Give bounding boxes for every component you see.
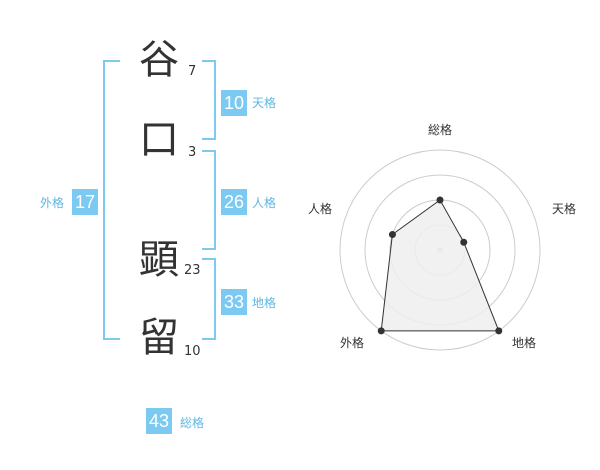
radar-ring-4	[339, 149, 541, 351]
radar-polygon	[380, 199, 500, 332]
stroke-count-4: 10	[184, 344, 201, 359]
chikaku-value: 33	[221, 289, 247, 315]
name-char-1: 谷	[139, 37, 179, 83]
jinkaku-label: 人格	[252, 196, 277, 210]
stroke-count-3: 23	[184, 263, 201, 278]
gaikaku-bracket	[103, 60, 120, 340]
radar-label-chikaku: 地格	[512, 336, 537, 350]
name-char-2: 口	[139, 117, 179, 163]
radar-point-1	[460, 238, 468, 246]
soukaku-value: 43	[146, 408, 172, 434]
gaikaku-label: 外格	[40, 196, 65, 210]
jinkaku-value: 26	[221, 189, 247, 215]
radar-label-gaikaku: 外格	[340, 336, 365, 350]
chikaku-label: 地格	[252, 296, 277, 310]
radar-point-3	[377, 327, 385, 335]
gaikaku-value: 17	[72, 189, 98, 215]
jinkaku-bracket	[202, 150, 216, 250]
tenkaku-value: 10	[221, 90, 247, 116]
radar-point-2	[495, 327, 503, 335]
tenkaku-label: 天格	[252, 96, 277, 110]
tenkaku-bracket	[202, 60, 216, 140]
chikaku-bracket	[202, 258, 216, 340]
name-char-4: 留	[139, 315, 179, 361]
stroke-count-2: 3	[188, 145, 197, 160]
radar-points	[377, 196, 503, 335]
radar-label-tenkaku: 天格	[552, 202, 577, 216]
radar-point-4	[388, 231, 396, 239]
stroke-count-1: 7	[188, 64, 197, 79]
radar-label-jinkaku: 人格	[308, 202, 333, 216]
name-char-3: 顕	[139, 237, 179, 283]
soukaku-label: 総格	[180, 416, 205, 430]
radar-point-0	[436, 196, 444, 204]
radar-label-soukaku: 総格	[428, 123, 453, 137]
